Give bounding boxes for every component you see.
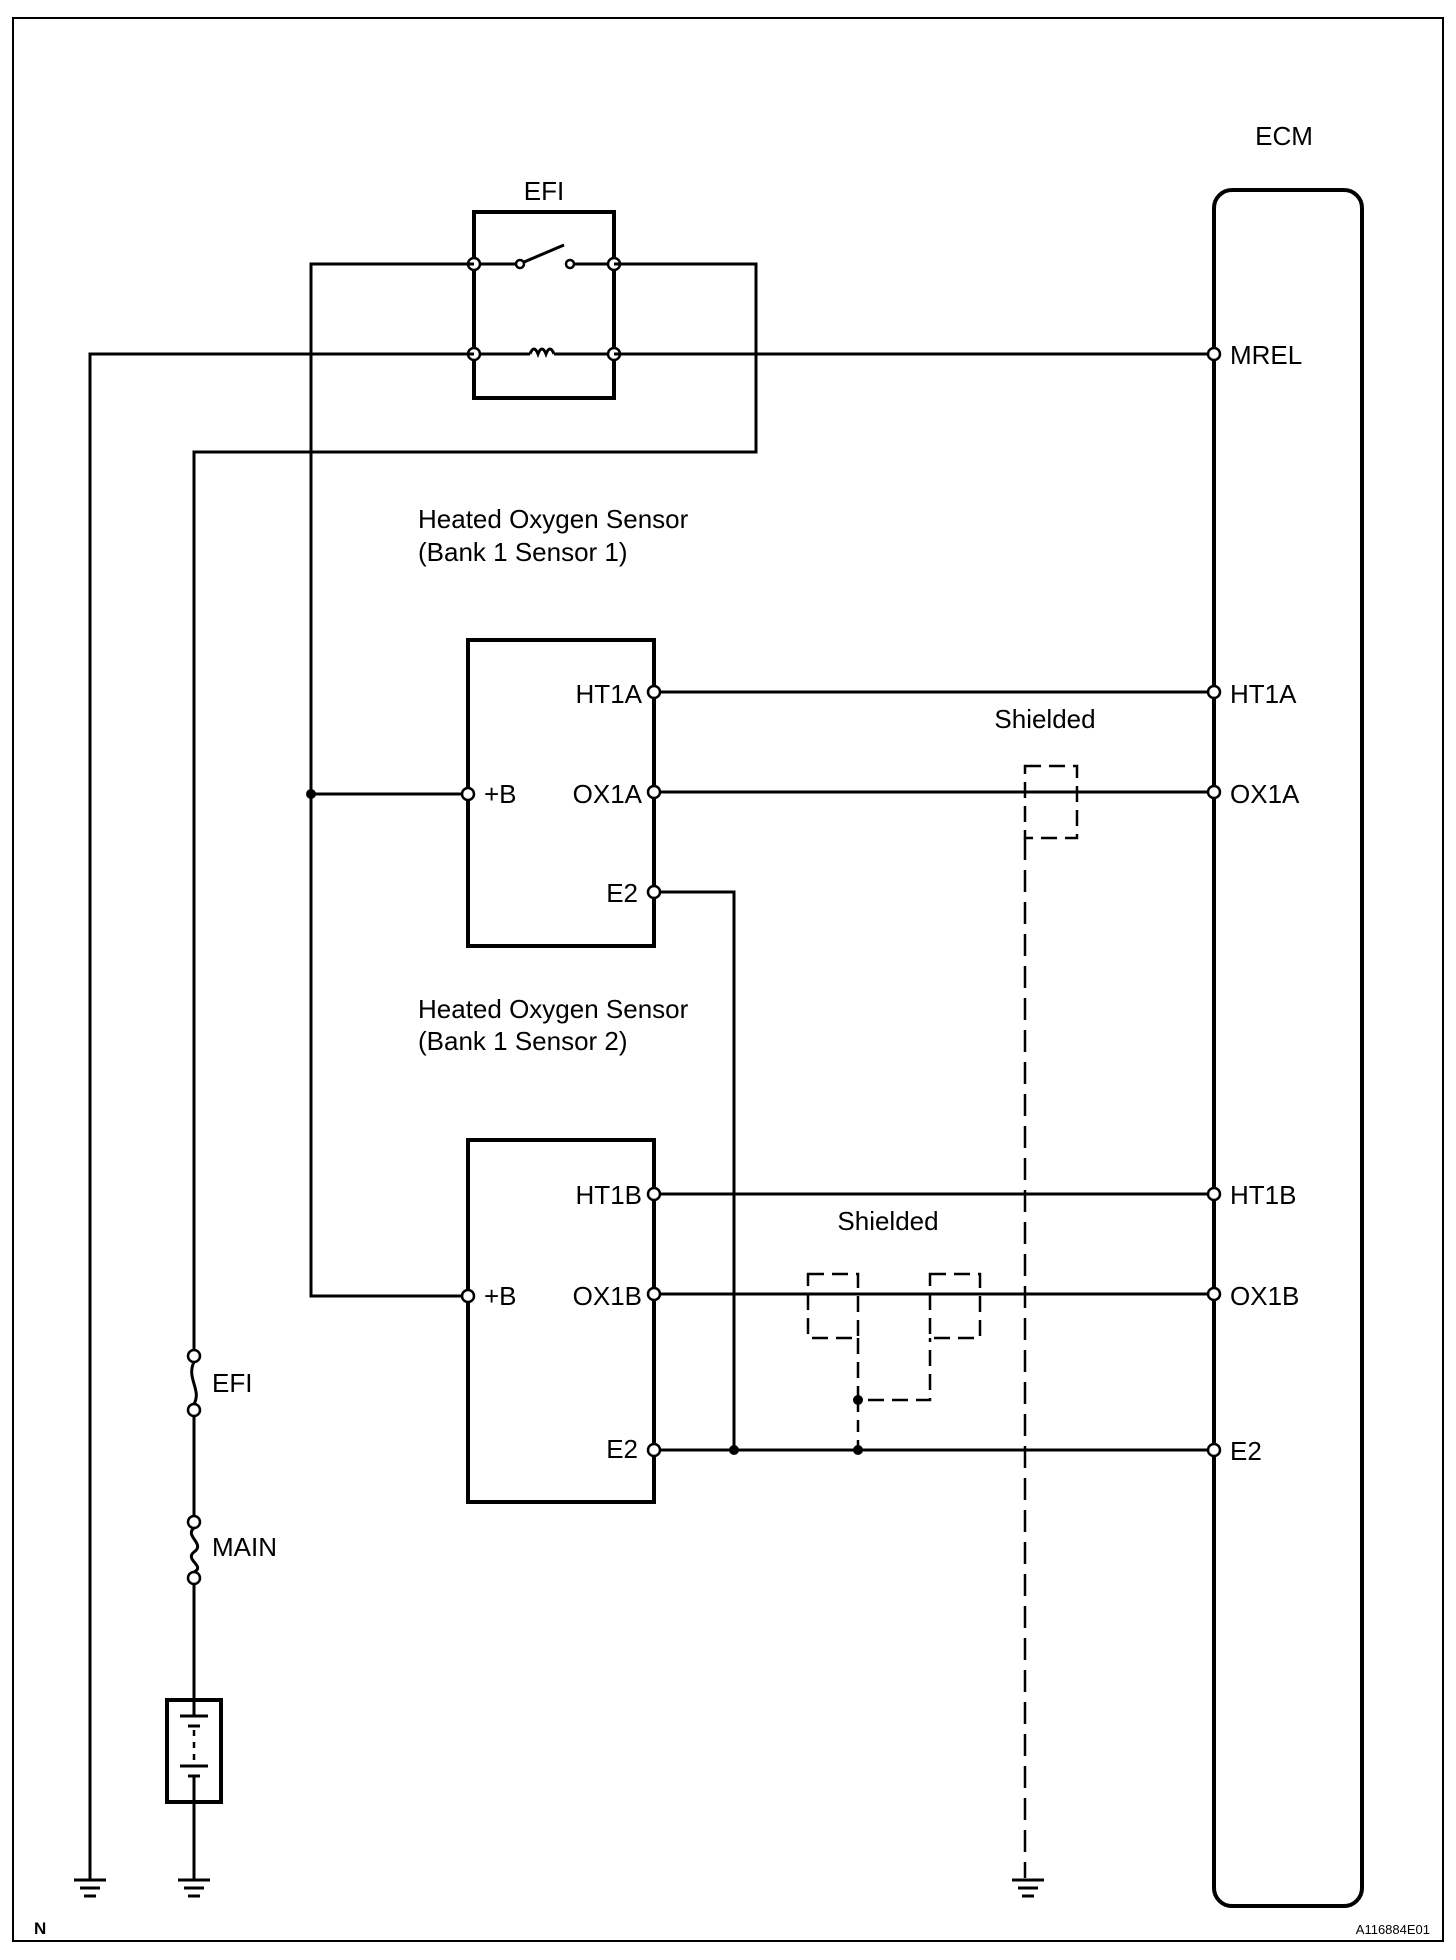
ecm-pin-mrel: MREL (1230, 340, 1302, 370)
ecm-pin-e2: E2 (1230, 1436, 1262, 1466)
ecm-pin-ht1a: HT1A (1230, 679, 1297, 709)
fuse-main-label: MAIN (212, 1532, 277, 1562)
oxygen-sensor-bank1-sensor2: Heated Oxygen Sensor (Bank 1 Sensor 2) +… (418, 994, 689, 1504)
ground-icon (1012, 1878, 1044, 1898)
sensor1-pin-ox: OX1A (573, 779, 643, 809)
sensor1-title-line1: Heated Oxygen Sensor (418, 504, 689, 534)
sensor2-pin-ht: HT1B (576, 1180, 642, 1210)
sensor1-pin-b: +B (484, 779, 517, 809)
sensor2-pin-e2: E2 (606, 1434, 638, 1464)
corner-label-left: N (34, 1919, 46, 1938)
ecm-block: ECM (1212, 121, 1364, 1908)
shield-upper-label: Shielded (994, 704, 1095, 734)
sensor1-title-line2: (Bank 1 Sensor 1) (418, 537, 628, 567)
main-fuse: MAIN (186, 1514, 277, 1586)
shield-ox1b: Shielded (806, 1206, 982, 1455)
battery-icon (165, 1698, 223, 1804)
diagram-frame (12, 17, 1444, 1942)
figure-code: A116884E01 (1356, 1922, 1430, 1937)
ecm-terminals: MREL HT1A OX1A HT1B OX1B E2 (1206, 340, 1302, 1466)
sensor1-pin-ht: HT1A (576, 679, 643, 709)
ecm-pin-ht1b: HT1B (1230, 1180, 1296, 1210)
efi-relay-label: EFI (524, 176, 564, 206)
efi-fuse: EFI (186, 1348, 252, 1418)
power-wiring (88, 262, 1214, 1880)
efi-relay-box (472, 210, 616, 400)
ecm-pin-ox1b: OX1B (1230, 1281, 1299, 1311)
ground-icon (178, 1878, 210, 1898)
ecm-pin-ox1a: OX1A (1230, 779, 1300, 809)
shield-ox1a: Shielded (994, 704, 1096, 1878)
ecm-label: ECM (1255, 121, 1313, 151)
ecm-body (1212, 188, 1364, 1908)
signal-wiring (654, 690, 1214, 1455)
sensor2-pin-b: +B (484, 1281, 517, 1311)
sensor2-pin-ox: OX1B (573, 1281, 642, 1311)
oxygen-sensor-bank1-sensor1: Heated Oxygen Sensor (Bank 1 Sensor 1) +… (418, 504, 689, 948)
sensor-terminals (460, 684, 662, 1458)
efi-relay: EFI (466, 176, 622, 400)
relay-coil-icon (528, 347, 556, 359)
sensor2-title-line1: Heated Oxygen Sensor (418, 994, 689, 1024)
fuse-efi-label: EFI (212, 1368, 252, 1398)
sensor2-box (466, 1138, 656, 1504)
fuse-main-icon (189, 1526, 200, 1574)
sensor2-title-line2: (Bank 1 Sensor 2) (418, 1026, 628, 1056)
fuse-efi-icon (190, 1361, 198, 1405)
ground-icon (74, 1878, 106, 1898)
shield-lower-label: Shielded (837, 1206, 938, 1236)
sensor1-pin-e2: E2 (606, 878, 638, 908)
